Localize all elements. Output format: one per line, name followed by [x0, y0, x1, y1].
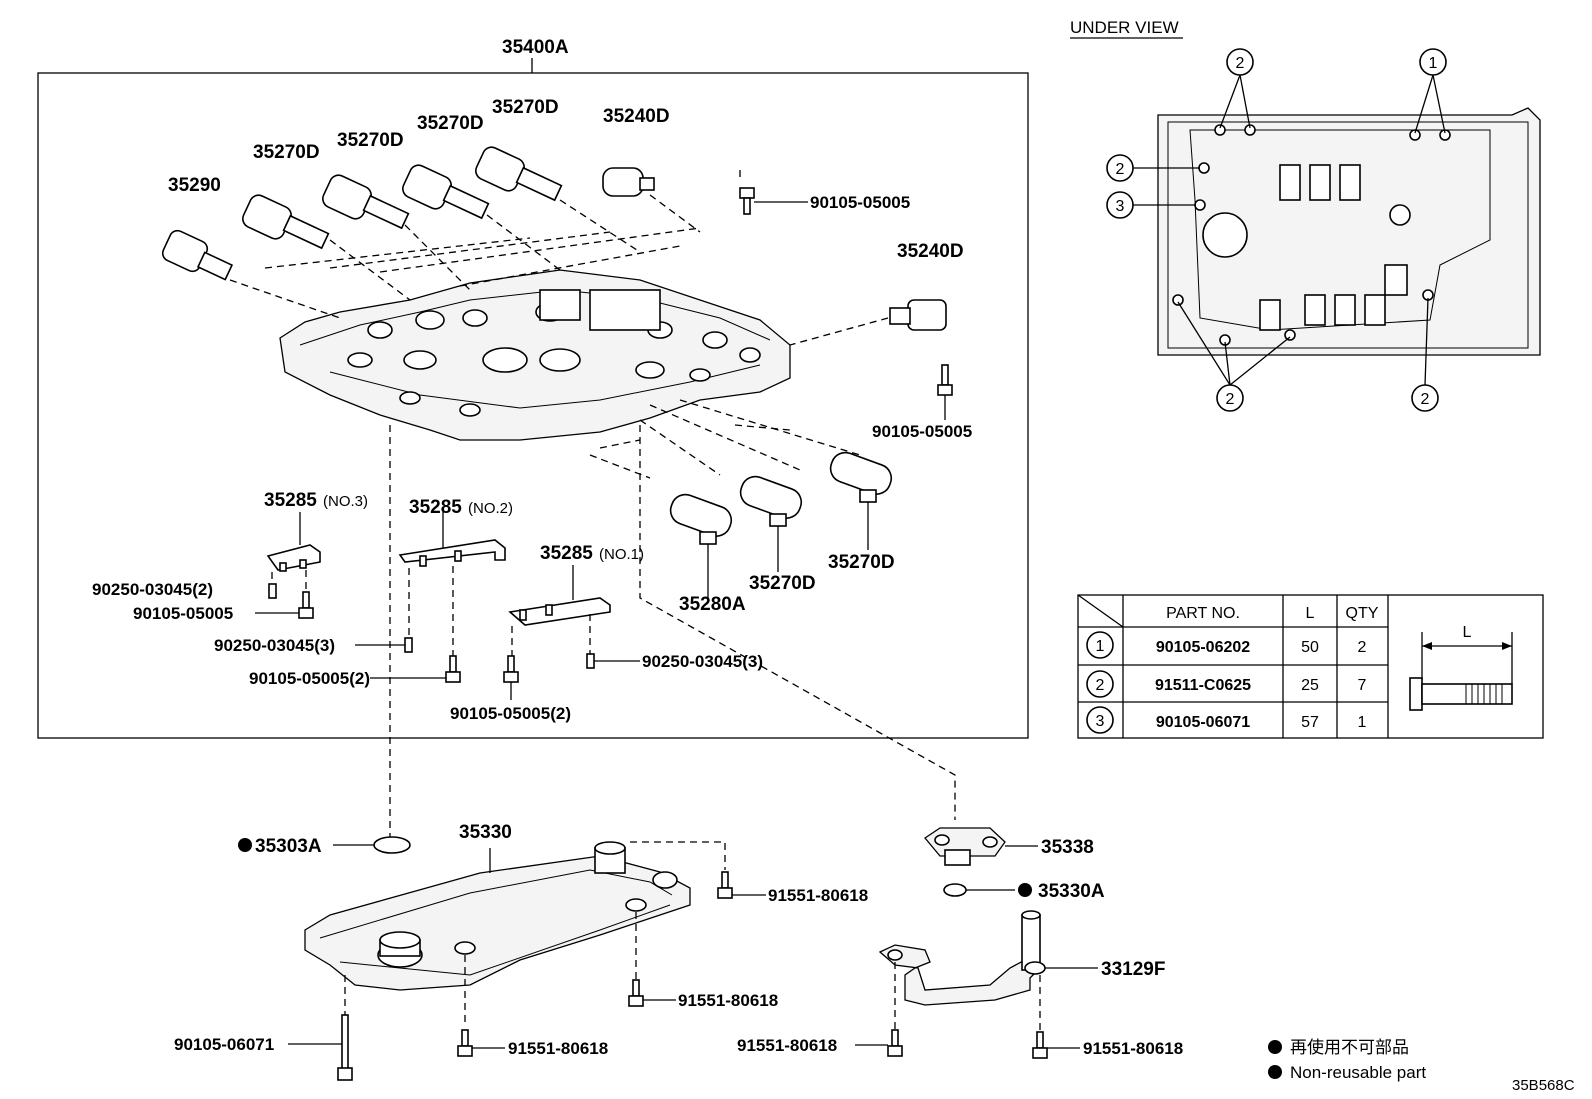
bolt-no1 — [503, 655, 519, 683]
table-part-2: 91511-C0625 — [1155, 677, 1251, 694]
table-qty-3: 1 — [1358, 714, 1367, 731]
label-long-bolt: 90105-06071 — [174, 1035, 274, 1054]
label-strainer: 35330 — [459, 822, 512, 843]
assembly-label: 35400A — [502, 37, 569, 58]
solenoid-35270d-c — [402, 164, 490, 220]
label-35270d-b: 35270D — [337, 130, 404, 151]
solenoid-35240d-right — [889, 299, 947, 331]
marker-1-top: 1 — [1429, 55, 1438, 72]
label-35290: 35290 — [168, 175, 221, 196]
plate-35285-no2 — [398, 539, 506, 567]
plate-35285-no1 — [508, 597, 611, 626]
table-part-3: 90105-06071 — [1156, 714, 1250, 731]
table-part-1: 90105-06202 — [1156, 639, 1250, 656]
legend-text-en: Non-reusable part — [1290, 1063, 1426, 1082]
block-35338 — [924, 827, 1006, 866]
label-35270d-a: 35270D — [253, 142, 320, 163]
assembly-frame — [37, 72, 1029, 739]
table-l-1: 50 — [1301, 639, 1319, 656]
solenoid-35270d-e — [739, 475, 803, 527]
pipe-33129f — [878, 910, 1046, 1006]
label-35270d-e: 35270D — [749, 573, 816, 594]
table-dimension-l: L — [1463, 624, 1472, 641]
solenoid-35270d-f — [829, 451, 893, 503]
solenoid-35290 — [161, 229, 234, 281]
label-plate-no2: 35285 — [409, 497, 462, 518]
label-oring-35303a: 35303A — [255, 836, 322, 857]
table-qty-2: 7 — [1358, 677, 1367, 694]
marker-2-top: 2 — [1236, 55, 1245, 72]
marker-2-left: 2 — [1116, 161, 1125, 178]
bolt-strainer-c — [457, 1029, 473, 1057]
table-header-part-no: PART NO. — [1166, 605, 1240, 622]
label-strainer-bolt-b: 91551-80618 — [678, 991, 778, 1010]
plate-35285-no3 — [266, 544, 321, 572]
bolt-90105-05005-top — [739, 187, 755, 215]
label-bolt-top: 90105-05005 — [810, 193, 910, 212]
label-35240d-right: 35240D — [897, 241, 964, 262]
label-oring-small: 35330A — [1038, 881, 1105, 902]
label-pipe-bolt-b: 91551-80618 — [1083, 1039, 1183, 1058]
legend-dot-en — [1268, 1065, 1282, 1079]
bolt-pipe-a — [887, 1029, 903, 1057]
bolt-table — [1077, 594, 1544, 739]
solenoid-35280a — [669, 493, 733, 545]
legend-text-jp: 再使用不可部品 — [1290, 1037, 1409, 1057]
label-pin-no1: 90250-03045(3) — [642, 652, 763, 671]
label-pipe: 33129F — [1101, 959, 1165, 980]
pin-no3 — [268, 583, 277, 599]
solenoid-35240d-top — [602, 167, 655, 197]
marker-2-bottom: 2 — [1226, 391, 1235, 408]
table-l-3: 57 — [1301, 714, 1319, 731]
label-pin-no3: 90250-03045(2) — [92, 580, 213, 599]
strainer-35330 — [304, 841, 691, 991]
figure-code: 35B568C — [1512, 1077, 1575, 1094]
bolt-dimension-icon — [1409, 632, 1513, 711]
label-bolt-no3: 90105-05005 — [133, 604, 233, 623]
solenoid-35270d-b — [322, 174, 410, 230]
legend-dot-jp — [1268, 1040, 1282, 1054]
marker-circles — [1086, 48, 1447, 734]
table-qty-1: 2 — [1358, 639, 1367, 656]
valve-body — [279, 269, 791, 441]
nonreusable-dot-oring — [238, 838, 252, 852]
under-view-title: UNDER VIEW — [1070, 18, 1179, 37]
label-bolt-right: 90105-05005 — [872, 422, 972, 441]
label-strainer-bolt-c: 91551-80618 — [508, 1039, 608, 1058]
label-strainer-bolt-a: 91551-80618 — [768, 886, 868, 905]
label-plate-no2-suffix: (NO.2) — [468, 500, 513, 517]
table-mark-2: 2 — [1096, 677, 1105, 694]
label-plate-no3-suffix: (NO.3) — [323, 493, 368, 510]
table-mark-1: 1 — [1096, 638, 1105, 655]
solenoid-35270d-d — [475, 146, 563, 202]
label-pin-no2: 90250-03045(3) — [214, 636, 335, 655]
bolt-strainer-b — [628, 979, 644, 1007]
label-bolt-no1: 90105-05005(2) — [450, 704, 571, 723]
bolt-pipe-b — [1032, 1031, 1048, 1059]
marker-3-left: 3 — [1116, 198, 1125, 215]
label-plate-no3: 35285 — [264, 490, 317, 511]
label-35270d-f: 35270D — [828, 552, 895, 573]
nonreusable-dot-35330a — [1018, 883, 1032, 897]
table-header-l: L — [1306, 605, 1315, 622]
table-header-qty: QTY — [1346, 605, 1379, 622]
under-view-drawing — [1157, 107, 1541, 356]
label-block: 35338 — [1041, 837, 1094, 858]
label-bolt-no2: 90105-05005(2) — [249, 669, 370, 688]
label-pipe-bolt-a: 91551-80618 — [737, 1036, 837, 1055]
label-plate-no1-suffix: (NO.1) — [599, 546, 644, 563]
marker-2-right: 2 — [1421, 391, 1430, 408]
table-mark-3: 3 — [1096, 713, 1105, 730]
bolt-strainer-a — [717, 871, 733, 899]
label-35270d-d: 35270D — [492, 97, 559, 118]
label-35240d-top: 35240D — [603, 106, 670, 127]
label-plate-no1: 35285 — [540, 543, 593, 564]
label-35270d-c: 35270D — [417, 113, 484, 134]
table-l-2: 25 — [1301, 677, 1319, 694]
label-35280a: 35280A — [679, 594, 746, 615]
solenoid-35270d-a — [242, 194, 330, 250]
